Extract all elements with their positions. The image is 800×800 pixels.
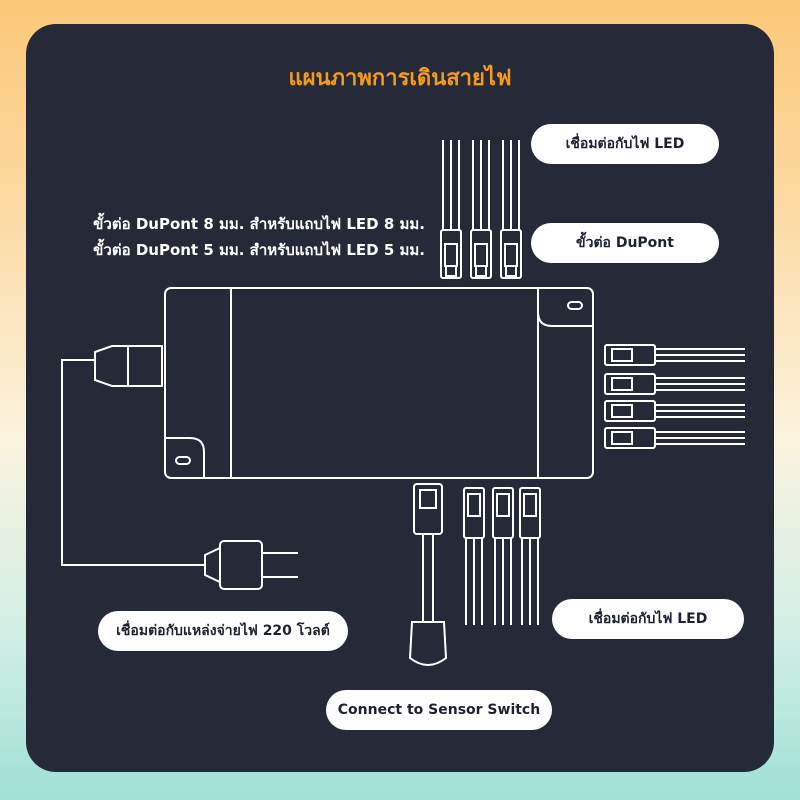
power-cable — [61, 345, 205, 566]
dupont-connector-right-4 — [604, 427, 745, 449]
label-connect-sensor-switch: Connect to Sensor Switch — [326, 690, 552, 730]
note-dupont-5mm: ขั้วต่อ DuPont 5 มม. สำหรับแถบไฟ LED 5 ม… — [93, 241, 425, 259]
label-connect-led-bottom: เชื่อมต่อกับไฟ LED — [552, 599, 744, 639]
dupont-connector-right-3 — [604, 400, 745, 422]
diagram-title: แผนภาพการเดินสายไฟ — [288, 66, 512, 91]
note-dupont-8mm: ขั้วต่อ DuPont 8 มม. สำหรับแถบไฟ LED 8 ม… — [93, 215, 425, 233]
sensor-switch-connector — [408, 483, 448, 666]
dupont-connector-right-2 — [604, 373, 745, 395]
controller-box — [164, 287, 594, 479]
dupont-connector-top-2 — [470, 140, 492, 279]
dupont-connector-top-1 — [440, 140, 462, 279]
dupont-connector-bottom-2 — [492, 487, 514, 625]
label-dupont-connector: ขั้วต่อ DuPont — [531, 223, 719, 263]
dupont-connector-top-3 — [500, 140, 522, 279]
dupont-size-notes: ขั้วต่อ DuPont 8 มม. สำหรับแถบไฟ LED 8 ม… — [93, 211, 425, 263]
label-connect-led-top: เชื่อมต่อกับไฟ LED — [531, 124, 719, 164]
power-plug-icon — [204, 540, 298, 590]
label-connect-power-220v: เชื่อมต่อกับแหล่งจ่ายไฟ 220 โวลต์ — [98, 611, 348, 651]
dupont-connector-right-1 — [604, 344, 745, 366]
dupont-connector-bottom-1 — [463, 487, 485, 625]
dupont-connector-bottom-3 — [519, 487, 541, 625]
